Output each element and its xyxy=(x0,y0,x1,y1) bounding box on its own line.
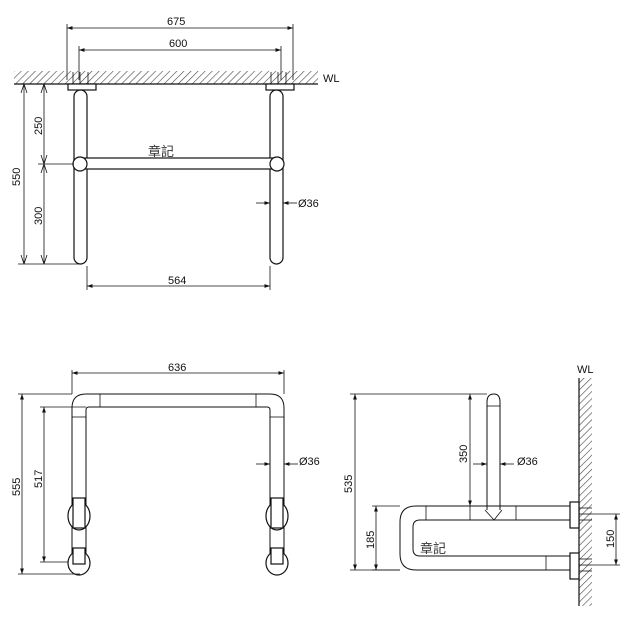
dim-535: 535 xyxy=(343,475,355,493)
dim-250: 250 xyxy=(33,117,45,135)
dim-564: 564 xyxy=(168,275,186,287)
plan-tube-left xyxy=(73,89,88,265)
dim-675: 675 xyxy=(167,16,185,28)
front-view: 636 555 517 Ø36 xyxy=(11,362,320,576)
side-dim-dia: Ø36 xyxy=(517,456,538,468)
side-wall-label: WL xyxy=(577,364,594,376)
dim-185: 185 xyxy=(365,531,377,549)
side-post xyxy=(486,393,501,510)
wall-label: WL xyxy=(323,73,340,85)
plan-dim-dia: Ø36 xyxy=(298,198,319,210)
side-view: WL 章記 535 350 Ø36 xyxy=(343,364,620,606)
side-wall-hatch xyxy=(579,378,592,606)
mounting-plate-right xyxy=(265,83,295,91)
dim-636: 636 xyxy=(168,362,186,374)
plan-brand-mark: 章記 xyxy=(148,144,174,159)
side-bracket-lower xyxy=(569,552,580,580)
screws xyxy=(72,72,287,84)
dim-517: 517 xyxy=(33,470,45,488)
dim-350: 350 xyxy=(458,445,470,463)
plan-view: WL 章記 675 600 55 xyxy=(11,16,340,290)
side-rail-inner xyxy=(412,519,570,557)
plan-tube-right xyxy=(269,89,284,265)
side-screws xyxy=(579,507,592,572)
plan-joint-left xyxy=(72,156,88,172)
side-rail-outer xyxy=(399,505,570,571)
mounting-plate-left xyxy=(67,83,97,91)
front-dim-dia: Ø36 xyxy=(299,456,320,468)
wall-hatch xyxy=(14,71,318,84)
front-u-bar-inner xyxy=(85,406,271,560)
front-u-bar-outer xyxy=(71,393,285,560)
dim-150: 150 xyxy=(605,530,617,548)
plan-joint-right xyxy=(269,156,285,172)
side-bracket-upper xyxy=(569,501,580,529)
dim-550: 550 xyxy=(11,168,23,186)
side-brand-mark: 章記 xyxy=(420,541,446,556)
dim-600: 600 xyxy=(169,38,187,50)
plan-cross-bar xyxy=(79,157,278,170)
dim-555: 555 xyxy=(11,478,23,496)
dim-300: 300 xyxy=(33,207,45,225)
